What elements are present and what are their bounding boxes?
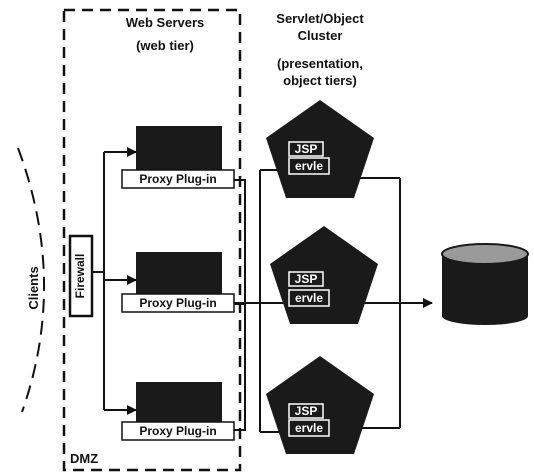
servlet-label-1: ervle	[295, 159, 323, 173]
cluster-title-line1: Servlet/Object	[276, 11, 364, 26]
servlet-label-2: ervle	[295, 291, 323, 305]
dmz-label: DMZ	[70, 451, 98, 466]
proxy-plugin-label-2: Proxy Plug-in	[139, 296, 216, 310]
proxy-plugin-label-1: Proxy Plug-in	[139, 172, 216, 186]
dmz-boundary	[62, 8, 242, 472]
firewall-label: Firewall	[73, 254, 87, 299]
clients-label: Clients	[26, 266, 41, 309]
jsp-box-2	[288, 271, 324, 287]
cluster-title-line4: object tiers)	[283, 73, 357, 88]
servlet-label-3: ervle	[295, 421, 323, 435]
jsp-label-1: JSP	[295, 142, 318, 156]
firewall-box	[68, 234, 94, 318]
jsp-box-3	[288, 403, 324, 419]
jsp-label-3: JSP	[295, 404, 318, 418]
clients-arc	[17, 147, 46, 413]
cluster-node-2	[270, 226, 378, 324]
jsp-label-2: JSP	[295, 272, 318, 286]
cluster-title-line3: (presentation,	[277, 56, 363, 71]
proxy-plugin-label-3: Proxy Plug-in	[139, 424, 216, 438]
cluster-title-line2: Cluster	[298, 28, 343, 43]
web-tier-title: Web Servers	[126, 15, 205, 30]
database-icon	[441, 243, 529, 325]
servlet-box-2	[288, 289, 330, 307]
servlet-box-1	[288, 157, 330, 175]
jsp-box-1	[288, 141, 324, 157]
web-tier-subtitle: (web tier)	[136, 38, 194, 53]
servlet-box-3	[288, 419, 330, 437]
